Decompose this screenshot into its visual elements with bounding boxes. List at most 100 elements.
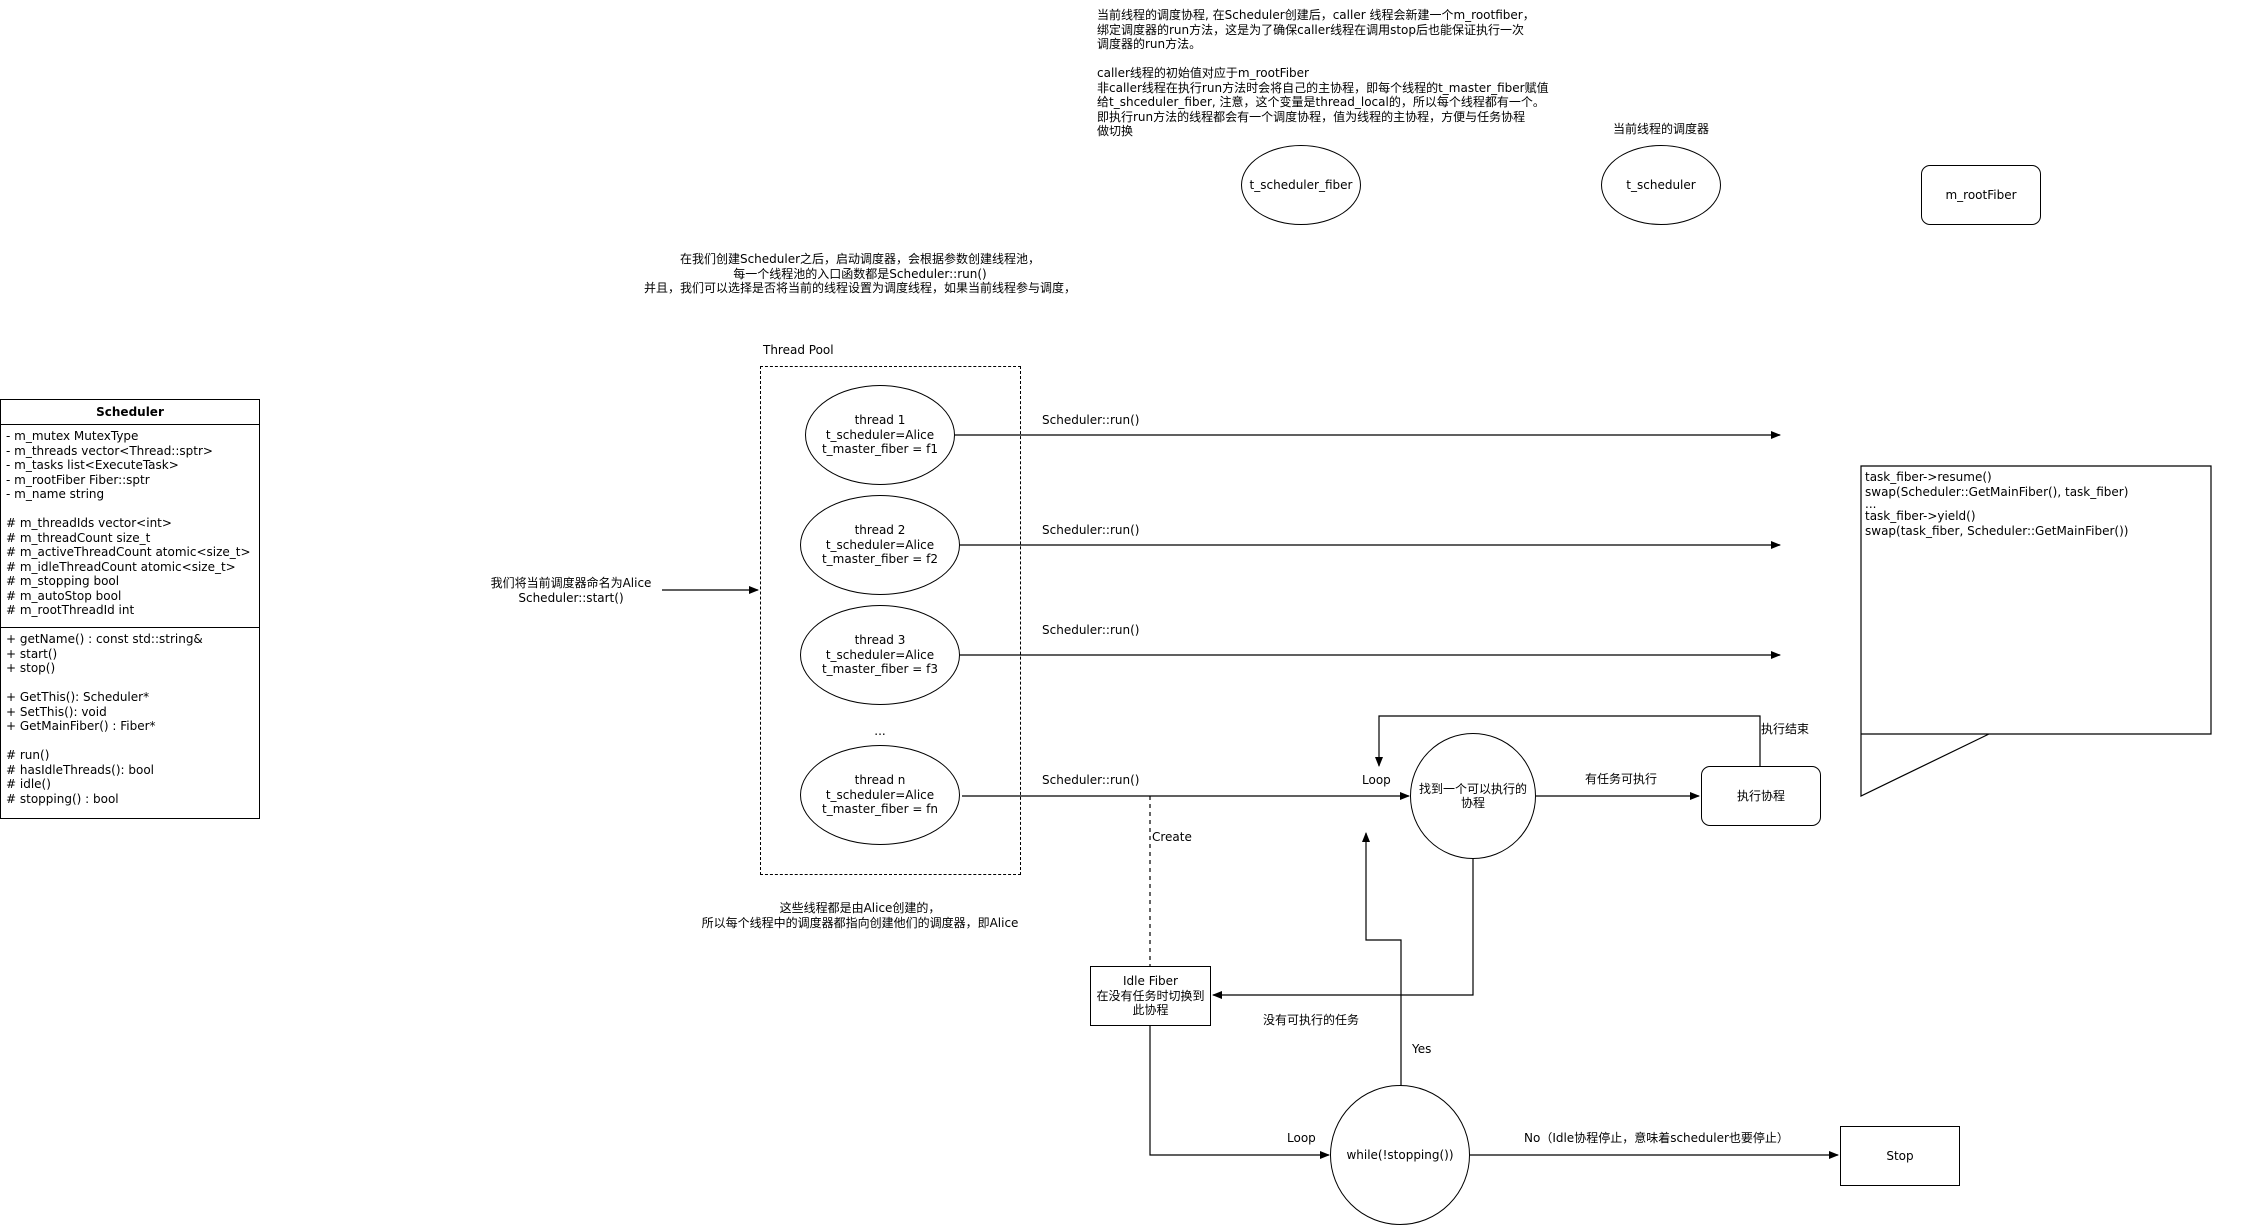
edge-exec-done [1375,715,1761,767]
thread-line: thread 1 [854,413,906,428]
t-scheduler-fiber-node: t_scheduler_fiber [1241,145,1361,225]
edge-label-exec-done: 执行结束 [1761,722,1810,736]
note-created-by: 这些线程都是由Alice创建的， 所以每个线程中的调度器都指向创建他们的调度器，… [660,901,1060,930]
thread-3-node: thread 3 t_scheduler=Alice t_master_fibe… [800,605,960,705]
class-field: # m_threadIds vector<int> [6,516,172,530]
class-method: + GetThis(): Scheduler* [6,690,150,704]
class-method: + SetThis(): void [6,704,107,719]
node-label: 执行协程 [1736,788,1785,803]
thread-line: thread n [854,773,906,788]
node-label: 在没有任务时切换到 [1096,988,1205,1003]
class-field: # m_autoStop bool [6,588,122,603]
note-line: 所以每个线程中的调度器都指向创建他们的调度器，即Alice [701,915,1019,930]
note-line: 这些线程都是由Alice创建的， [779,901,941,915]
edge-label-run-1: Scheduler::run() [1042,413,1140,427]
node-label: 此协程 [1132,1003,1169,1018]
thread-line: t_scheduler=Alice [825,537,935,552]
edge-label-has-task: 有任务可执行 [1585,772,1658,786]
edge-label-create: Create [1152,830,1192,844]
callout-line: ... [1865,497,1877,511]
class-field: - m_threads vector<Thread::sptr> [6,443,213,458]
node-label: 找到一个可以执行的协程 [1418,781,1527,811]
class-field: # m_activeThreadCount atomic<size_t> [6,545,251,559]
class-methods: + getName() : const std::string& + start… [1,628,259,810]
node-label: Idle Fiber [1123,974,1178,989]
start-line: 我们将当前调度器命名为Alice [490,576,652,590]
thread-1-node: thread 1 t_scheduler=Alice t_master_fibe… [805,385,955,485]
scheduler-class-box: Scheduler - m_mutex MutexType - m_thread… [0,399,260,819]
edge-label-loop-top: Loop [1362,773,1391,787]
class-field: # m_stopping bool [6,574,120,588]
callout-line: task_fiber->resume() [1865,470,1992,484]
note-line [1097,52,1549,67]
thread-pool-container [760,366,1021,875]
while-loop-node: while(!stopping()) [1330,1085,1470,1225]
class-method: + GetMainFiber() : Fiber* [6,719,156,733]
class-field: - m_mutex MutexType [6,429,139,443]
class-method: + start() [6,646,58,661]
start-line: Scheduler::start() [518,590,624,605]
edge-label-yes: Yes [1412,1042,1432,1056]
note-line: 绑定调度器的run方法，这是为了确保caller线程在调用stop后也能保证执行… [1097,22,1524,37]
edge-yes [1362,832,1402,1086]
edge-label-no-stop: No（Idle协程停止，意味着scheduler也要停止） [1524,1131,1789,1145]
class-method: # hasIdleThreads(): bool [6,762,155,777]
thread-pool-label: Thread Pool [763,343,834,357]
class-fields: - m_mutex MutexType - m_threads vector<T… [1,425,259,628]
callout-text: task_fiber->resume() swap(Scheduler::Get… [1863,466,2211,734]
note-current-scheduler: 当前线程的调度器 [1613,122,1710,136]
thread-line: t_master_fiber = f3 [821,662,939,677]
edge-label-run-2: Scheduler::run() [1042,523,1140,537]
note-pool-intro: 在我们创建Scheduler之后，启动调度器，会根据参数创建线程池， 每一个线程… [600,252,1120,296]
class-method: # stopping() : bool [6,791,119,806]
note-line: 当前线程的调度协程, 在Scheduler创建后，caller 线程会新建一个m… [1097,8,1535,22]
class-field: - m_name string [6,487,105,501]
thread-line: t_scheduler=Alice [825,427,935,442]
edge-idle-loop [1149,1026,1330,1159]
thread-2-node: thread 2 t_scheduler=Alice t_master_fibe… [800,495,960,595]
thread-line: t_scheduler=Alice [825,787,935,802]
note-line: 在我们创建Scheduler之后，启动调度器，会根据参数创建线程池， [679,252,1041,266]
m-rootfiber-node: m_rootFiber [1921,165,2041,225]
note-line: caller线程的初始值对应于m_rootFiber [1097,66,1309,80]
node-label: t_scheduler [1626,177,1696,192]
node-label: while(!stopping()) [1346,1147,1454,1162]
node-label: m_rootFiber [1945,187,2017,202]
thread-line: t_scheduler=Alice [825,647,935,662]
callout-bubble [1860,465,2212,797]
thread-line: t_master_fiber = f1 [821,442,939,457]
idle-fiber-node: Idle Fiber 在没有任务时切换到 此协程 [1090,966,1211,1026]
class-method: + getName() : const std::string& [6,632,203,646]
stop-node: Stop [1840,1126,1960,1186]
find-fiber-node: 找到一个可以执行的协程 [1410,733,1536,859]
note-scheduler-fiber: 当前线程的调度协程, 在Scheduler创建后，caller 线程会新建一个m… [1097,8,1549,139]
thread-line: thread 2 [854,523,906,538]
callout-line: swap(Scheduler::GetMainFiber(), task_fib… [1865,484,2129,499]
thread-n-node: thread n t_scheduler=Alice t_master_fibe… [800,745,960,845]
note-line: 并且，我们可以选择是否将当前的线程设置为调度线程，如果当前线程参与调度， [643,281,1076,295]
note-line: 每一个线程池的入口函数都是Scheduler::run() [733,266,987,281]
edge-label-run-3: Scheduler::run() [1042,623,1140,637]
start-label: 我们将当前调度器命名为Alice Scheduler::start() [476,576,666,605]
thread-line: t_master_fiber = f2 [821,552,939,567]
class-field: # m_idleThreadCount atomic<size_t> [6,559,236,574]
callout-line: task_fiber->yield() [1865,509,1976,523]
edge-no-task [1212,858,1474,999]
thread-line: t_master_fiber = fn [821,802,939,817]
callout-line: swap(task_fiber, Scheduler::GetMainFiber… [1865,523,2129,538]
node-label: t_scheduler_fiber [1249,177,1353,192]
class-field: # m_rootThreadId int [6,603,135,617]
class-field: - m_tasks list<ExecuteTask> [6,458,179,472]
note-line: 给t_shceduler_fiber, 注意，这个变量是thread_local… [1097,95,1545,109]
note-line: 做切换 [1097,124,1134,138]
class-method-gap [6,734,254,749]
class-method: # run() [6,748,50,762]
note-line: 非caller线程在执行run方法时会将自己的主协程，即每个线程的t_maste… [1097,80,1549,95]
edge-label-no-task: 没有可执行的任务 [1263,1013,1360,1027]
edge-label-loop-bottom: Loop [1287,1131,1316,1145]
class-method-gap [6,676,254,691]
class-method: + stop() [6,661,56,675]
edge-label-run-n: Scheduler::run() [1042,773,1140,787]
